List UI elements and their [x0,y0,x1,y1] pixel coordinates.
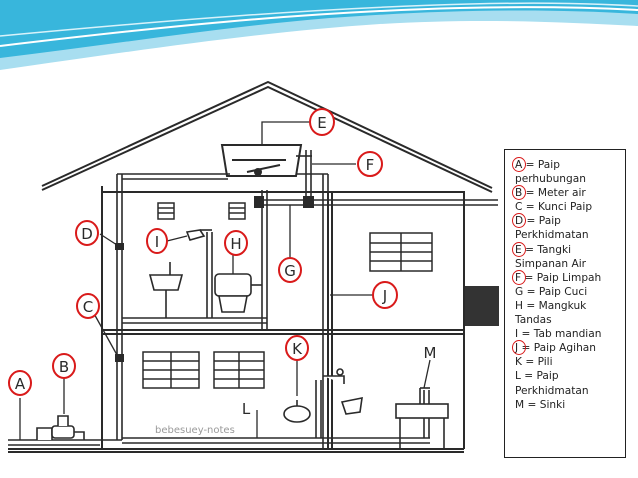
label-K: K [285,335,309,361]
legend-key: D [511,213,527,229]
legend-item: E = Tangki Simpanan Air [512,241,619,271]
label-L: L [242,400,251,418]
svg-text:A: A [15,375,26,393]
svg-text:H: H [230,235,241,253]
label-M: M [424,344,437,362]
legend-key: G [515,285,524,298]
label-B: B [52,353,76,379]
legend-key: E [512,241,526,257]
legend-item: G = Paip Cuci [515,285,619,299]
legend-box: A = Paip perhubungan B = Meter air C = K… [504,149,626,458]
legend-key: F [511,269,527,285]
storage-tank [220,144,303,177]
legend-item: H = Mangkuk Tandas [515,299,619,327]
legend-key: K [515,356,522,369]
label-G: G [278,257,302,283]
legend-text: = Paip Perkhidmatan [515,215,589,242]
water-meter [36,415,85,440]
legend-key: L [515,370,521,383]
urinal [340,396,363,415]
pipe-fittings [115,196,314,362]
legend-text: = Tab mandian [521,328,602,341]
legend-text: = Mangkuk Tandas [515,299,587,327]
watermark: bebesuey-notes [155,425,235,436]
label-F: F [357,151,383,177]
legend-text: = Paip Limpah [524,271,602,284]
wall-block [465,286,499,326]
legend-text: = Kunci Paip [525,201,593,214]
label-I: I [146,228,168,254]
legend-item: L = Paip Perkhidmatan [515,369,619,397]
svg-text:I: I [155,233,159,251]
leader-lines [19,121,431,440]
shower-tap [185,229,212,241]
legend-text: = Paip Cuci [526,285,588,298]
legend-text: = Sinki [527,398,566,411]
lower-basin [283,400,311,423]
svg-text:D: D [81,225,93,243]
legend-item: J = Paip Agihan [511,340,619,356]
legend-key: M [515,398,525,411]
legend-text: = Paip Agihan [521,342,597,355]
label-D: D [75,220,99,246]
legend-item: F = Paip Limpah [511,269,619,285]
svg-text:B: B [59,358,69,376]
svg-text:C: C [83,298,93,316]
window-upper-small-2 [228,202,246,220]
legend-item: C = Kunci Paip [515,200,619,214]
legend-item: K = Pili [515,355,619,369]
legend-text: = Tangki Simpanan Air [515,243,587,270]
svg-text:E: E [317,114,326,132]
window-upper-right [369,232,433,272]
header-banner [0,0,638,70]
legend-key: C [515,201,523,214]
legend-text: = Pili [525,356,553,369]
window-lower-left [142,351,200,389]
wash-basin [148,262,184,318]
toilet-bowl [214,273,262,313]
svg-text:G: G [284,262,296,280]
legend-key: H [515,299,523,312]
label-H: H [224,230,248,256]
legend-key: I [515,328,519,341]
legend-key: B [511,185,527,201]
svg-text:F: F [366,156,375,174]
legend-text: = Paip perhubungan [515,159,586,186]
svg-text:J: J [382,287,387,305]
lower-tap [323,368,345,384]
window-lower-mid [213,351,265,389]
label-A: A [8,370,32,396]
legend-key: J [511,340,527,356]
legend-item: I = Tab mandian [515,327,619,341]
legend-item: B = Meter air [511,185,619,201]
label-C: C [76,293,100,319]
svg-text:K: K [292,340,303,358]
legend-item: A = Paip perhubungan [511,156,619,186]
legend-key: A [511,156,527,173]
label-E: E [309,108,335,136]
legend-text: = Meter air [525,187,586,200]
legend-text: = Paip Perkhidmatan [515,370,589,397]
window-upper-small-1 [157,202,175,220]
legend-item: D = Paip Perkhidmatan [511,213,619,242]
kitchen-sink [395,387,449,448]
legend-item: M = Sinki [515,398,619,412]
label-J: J [372,281,398,309]
